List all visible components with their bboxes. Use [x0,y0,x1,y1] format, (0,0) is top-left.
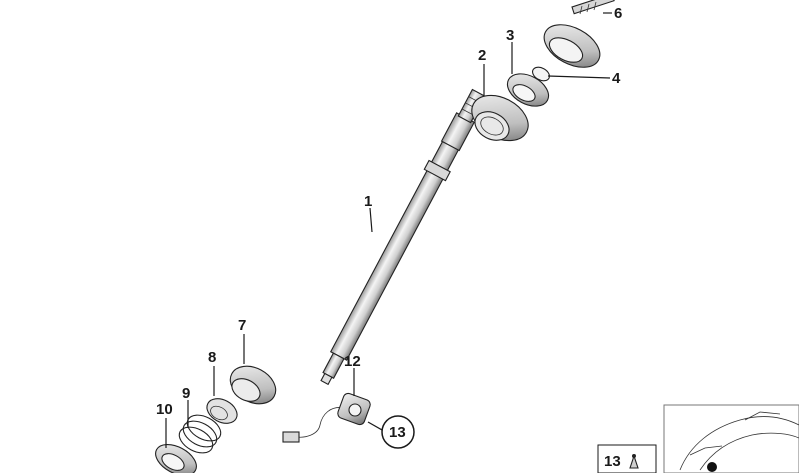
callout-12: 12 [344,353,361,370]
callout-13-circle: 13 [381,415,415,449]
part-2-bearing [471,94,529,142]
callout-4: 4 [612,70,621,87]
leader-lines [165,12,612,448]
callout-13-circle-label: 13 [389,424,406,441]
callout-13-box-label: 13 [604,453,621,470]
callout-2: 2 [478,47,486,64]
part-8-sleeve [206,398,238,424]
callout-9: 9 [182,385,190,402]
part-3-ring [506,73,550,107]
callout-1: 1 [364,193,372,210]
callout-3: 3 [506,27,514,44]
callout-10: 10 [156,401,173,418]
part-12-sensor [282,392,371,443]
callout-7: 7 [238,317,246,334]
part-7-lower-bearing [229,365,277,405]
part-9-spring [178,414,222,454]
callout-6: 6 [614,5,622,22]
part-4-washer [532,66,550,82]
callout-13-box: 13 [597,444,657,473]
part-6-bolt [571,0,615,15]
callout-8: 8 [208,349,216,366]
upper-bearing-housing [543,24,601,68]
locator-marker-icon [707,462,717,472]
part-10-ring [155,444,197,473]
vehicle-locator-thumbnail [663,404,799,473]
part-1-steering-shaft [320,88,486,386]
